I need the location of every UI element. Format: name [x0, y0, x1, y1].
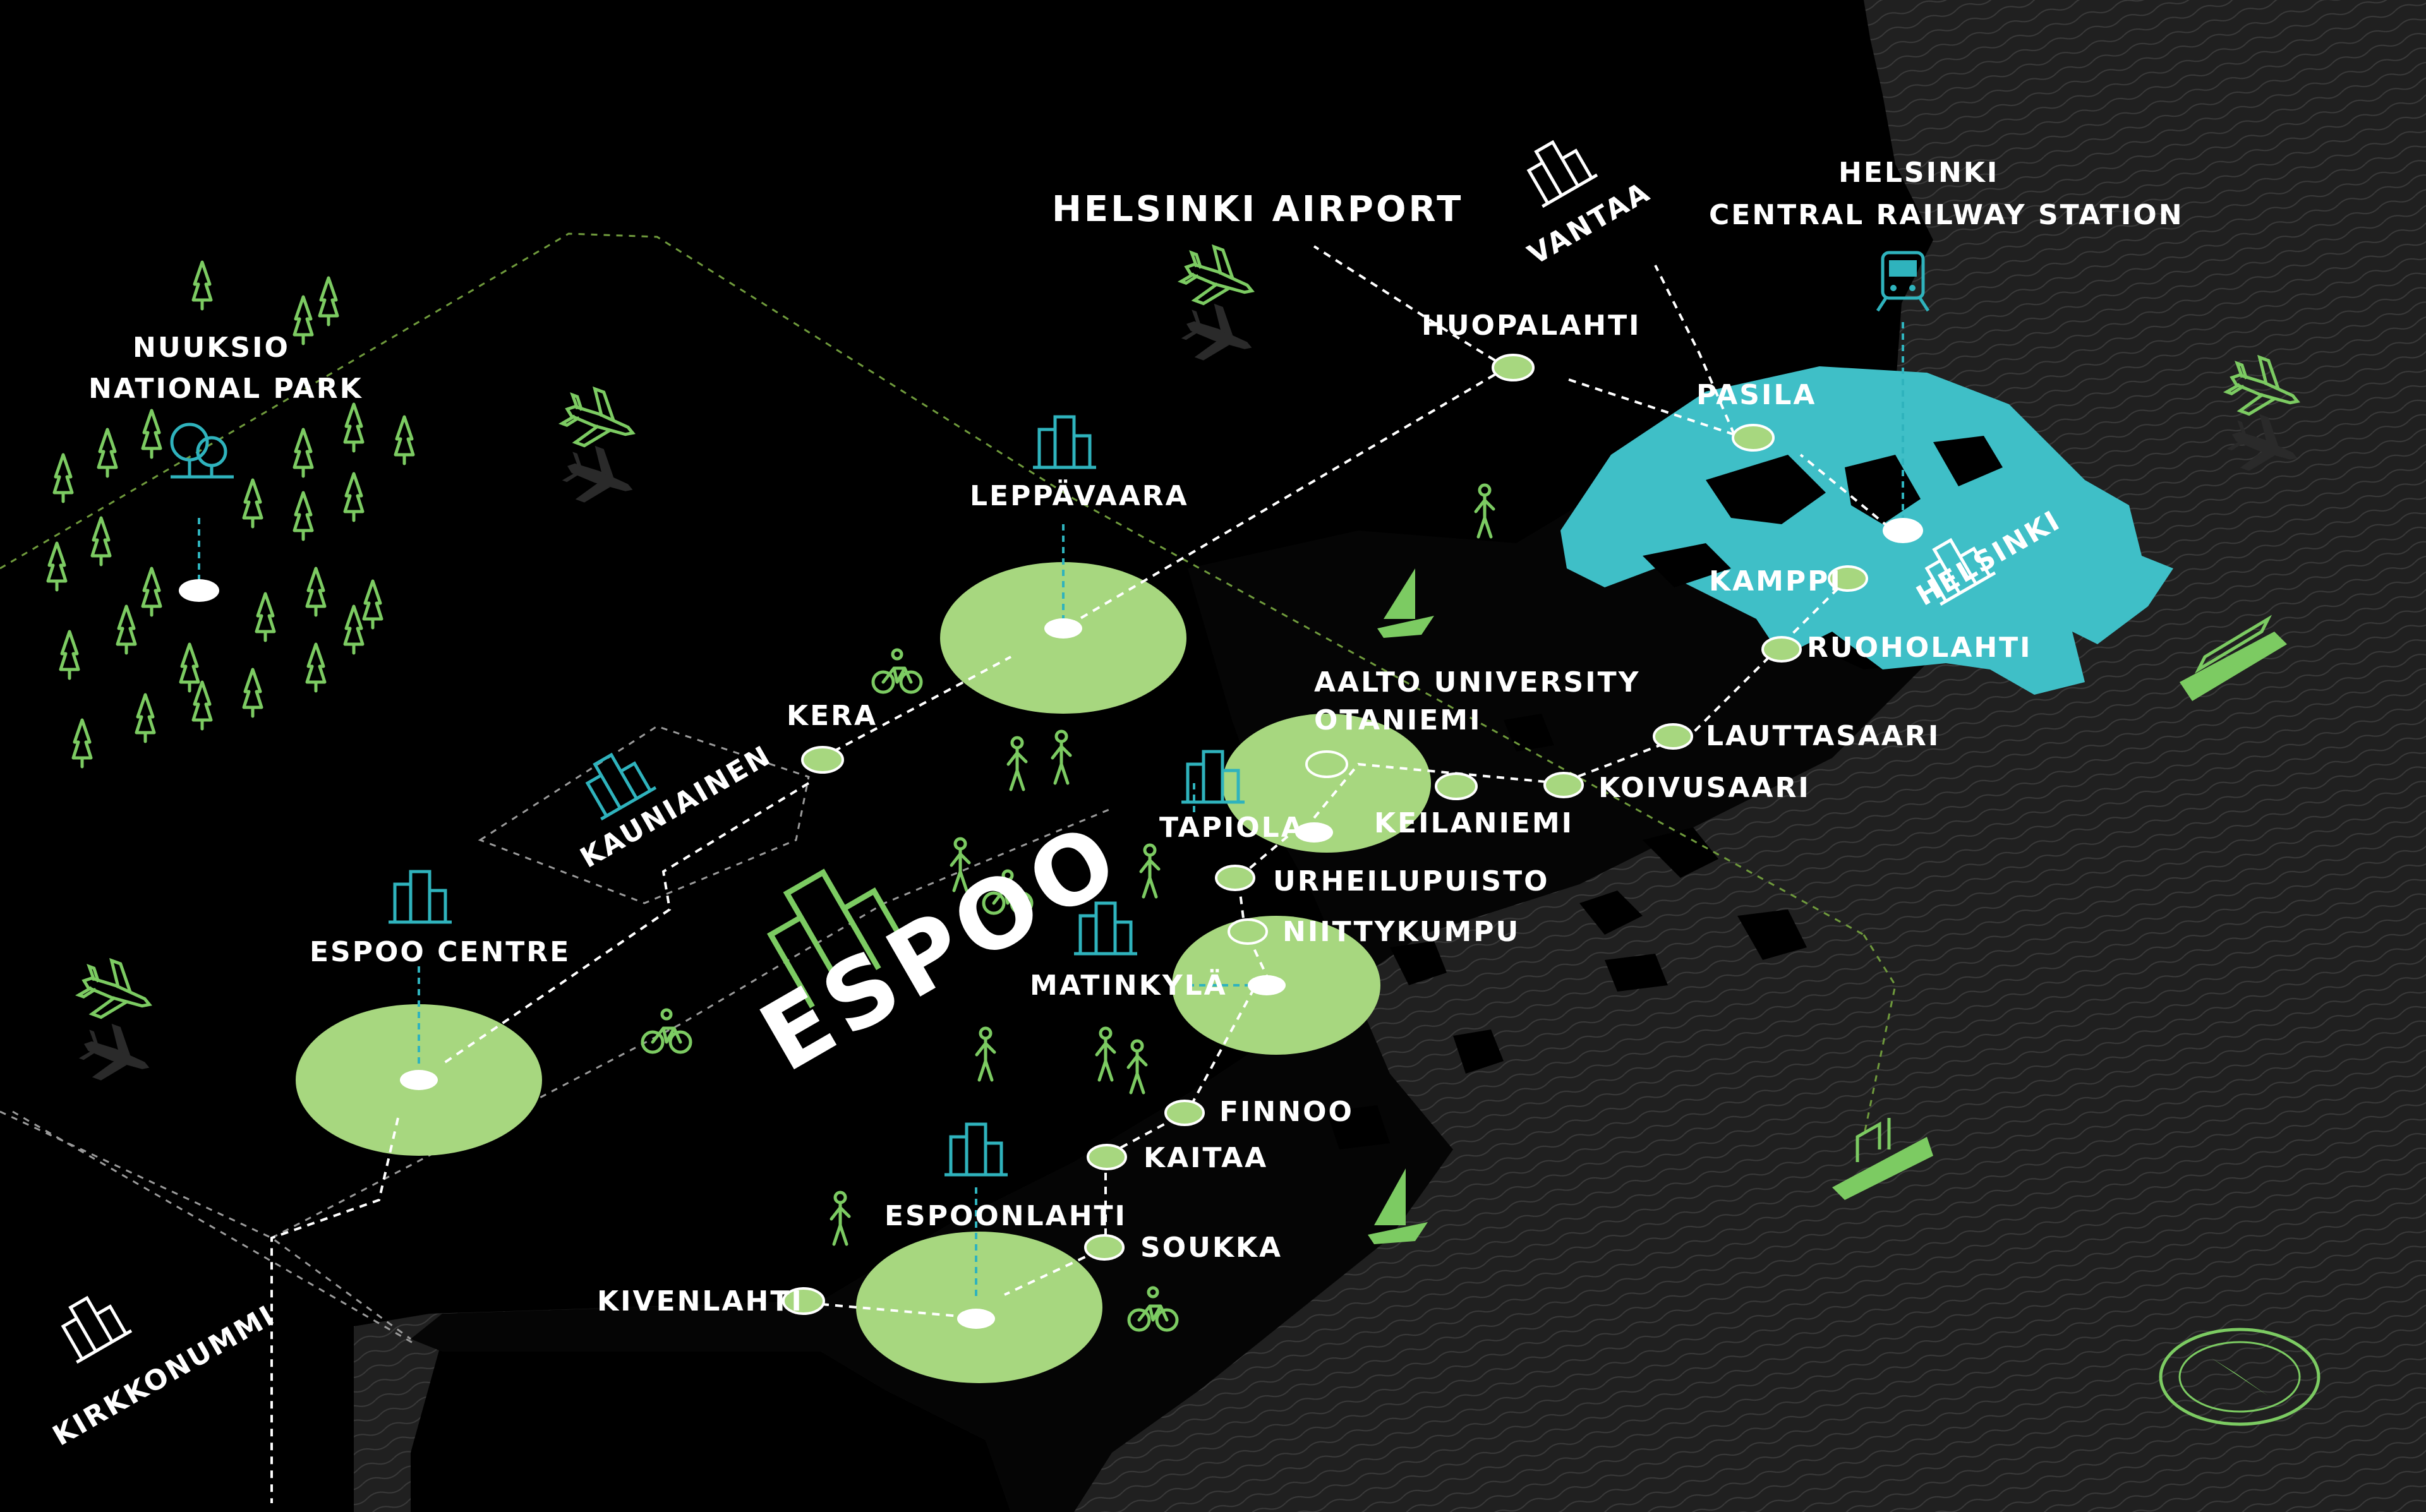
kamppi-label: KAMPPI	[1709, 565, 1842, 597]
leppavaara-label: LEPPÄVAARA	[970, 479, 1189, 512]
ruoholahti-label: RUOHOLAHTI	[1807, 632, 2032, 664]
niittykumpu-label: NIITTYKUMPU	[1282, 916, 1520, 948]
pasila-node	[1732, 424, 1775, 452]
nuuksio-label-2: NATIONAL PARK	[88, 373, 363, 405]
vantaa-skyline-icon	[1517, 131, 1597, 207]
leppavaara-node	[1044, 618, 1082, 639]
espoonlahti-node	[957, 1309, 995, 1329]
lauttasaari-label: LAUTTASAARI	[1706, 720, 1940, 752]
compass-icon	[2159, 1328, 2320, 1426]
koivusaari-node	[1543, 772, 1584, 798]
nuuksio-node	[179, 579, 219, 602]
helsinki-central-label-2: CENTRAL RAILWAY STATION	[1709, 199, 2184, 231]
kirkkonummi-label: KIRKKONUMMI	[47, 1299, 281, 1453]
station-labels: HUOPALAHTI PASILA LEPPÄVAARA KERA ESPOO …	[310, 309, 2032, 1317]
espoo-centre-label: ESPOO CENTRE	[310, 936, 570, 968]
otaniemi-node	[1305, 750, 1348, 778]
matinkyla-label: MATINKYLÄ	[1030, 968, 1228, 1002]
tapiola-node	[1295, 822, 1333, 843]
ship-icon	[2180, 615, 2287, 701]
helsinki-area	[1560, 366, 2173, 695]
vantaa-label: VANTAA	[1523, 176, 1656, 271]
lauttasaari-node	[1653, 723, 1693, 750]
station-pointers	[198, 322, 1904, 1301]
kera-label: KERA	[787, 700, 878, 732]
nuuksio-label-1: NUUKSIO	[133, 332, 290, 364]
keilaniemi-node	[1435, 772, 1478, 800]
kaitaa-node	[1087, 1144, 1127, 1170]
train-icon	[1876, 251, 1930, 312]
soukka-node	[1084, 1234, 1125, 1261]
espoo-boundary	[0, 232, 1897, 1137]
espoo-skyline-icon	[766, 868, 912, 1009]
aalto-label-1: AALTO UNIVERSITY	[1314, 666, 1640, 699]
espoonlahti-label: ESPOONLAHTI	[884, 1200, 1127, 1232]
kivenlahti-label: KIVENLAHTI	[597, 1285, 804, 1317]
huopalahti-label: HUOPALAHTI	[1421, 309, 1641, 342]
tapiola-label: TAPIOLA	[1159, 812, 1305, 844]
niittykumpu-node	[1228, 918, 1268, 945]
sailboat-icons	[1368, 568, 1434, 1244]
espoo-coast	[411, 505, 1927, 1512]
kamppi-node	[1828, 565, 1868, 592]
keilaniemi-label: KEILANIEMI	[1374, 807, 1574, 839]
pasila-label: PASILA	[1696, 379, 1816, 411]
routes	[270, 245, 1890, 1503]
finnoo-node	[1164, 1100, 1205, 1126]
kivenlahti-node	[782, 1287, 825, 1315]
koivusaari-label: KOIVUSAARI	[1598, 772, 1811, 804]
espoonlahti-area	[856, 1232, 1102, 1383]
kera-node	[801, 746, 844, 774]
nuuksio-tree-icon	[170, 423, 234, 479]
urheilupuisto-label: URHEILUPUISTO	[1273, 865, 1550, 897]
espoo-centre-node	[400, 1070, 438, 1090]
helsinki-central-label-1: HELSINKI	[1838, 157, 1999, 189]
urheilupuisto-node	[1215, 865, 1255, 891]
cargo-ship-icon	[1832, 1118, 1933, 1200]
aalto-label-2: OTANIEMI	[1314, 704, 1482, 736]
tapiola-area	[1222, 714, 1431, 853]
espoo-boundary-south	[12, 1110, 418, 1347]
finnoo-label: FINNOO	[1219, 1096, 1354, 1128]
kirkkonummi-skyline-icon	[51, 1287, 131, 1362]
huopalahti-node	[1492, 354, 1535, 381]
helsinki-airport-label: HELSINKI AIRPORT	[1052, 189, 1463, 230]
matinkyla-node	[1248, 975, 1286, 995]
kaitaa-label: KAITAA	[1144, 1142, 1268, 1174]
soukka-label: SOUKKA	[1140, 1232, 1282, 1264]
central-station-node	[1883, 518, 1923, 543]
station-nodes	[179, 354, 1923, 1329]
ruoholahti-node	[1761, 636, 1802, 663]
